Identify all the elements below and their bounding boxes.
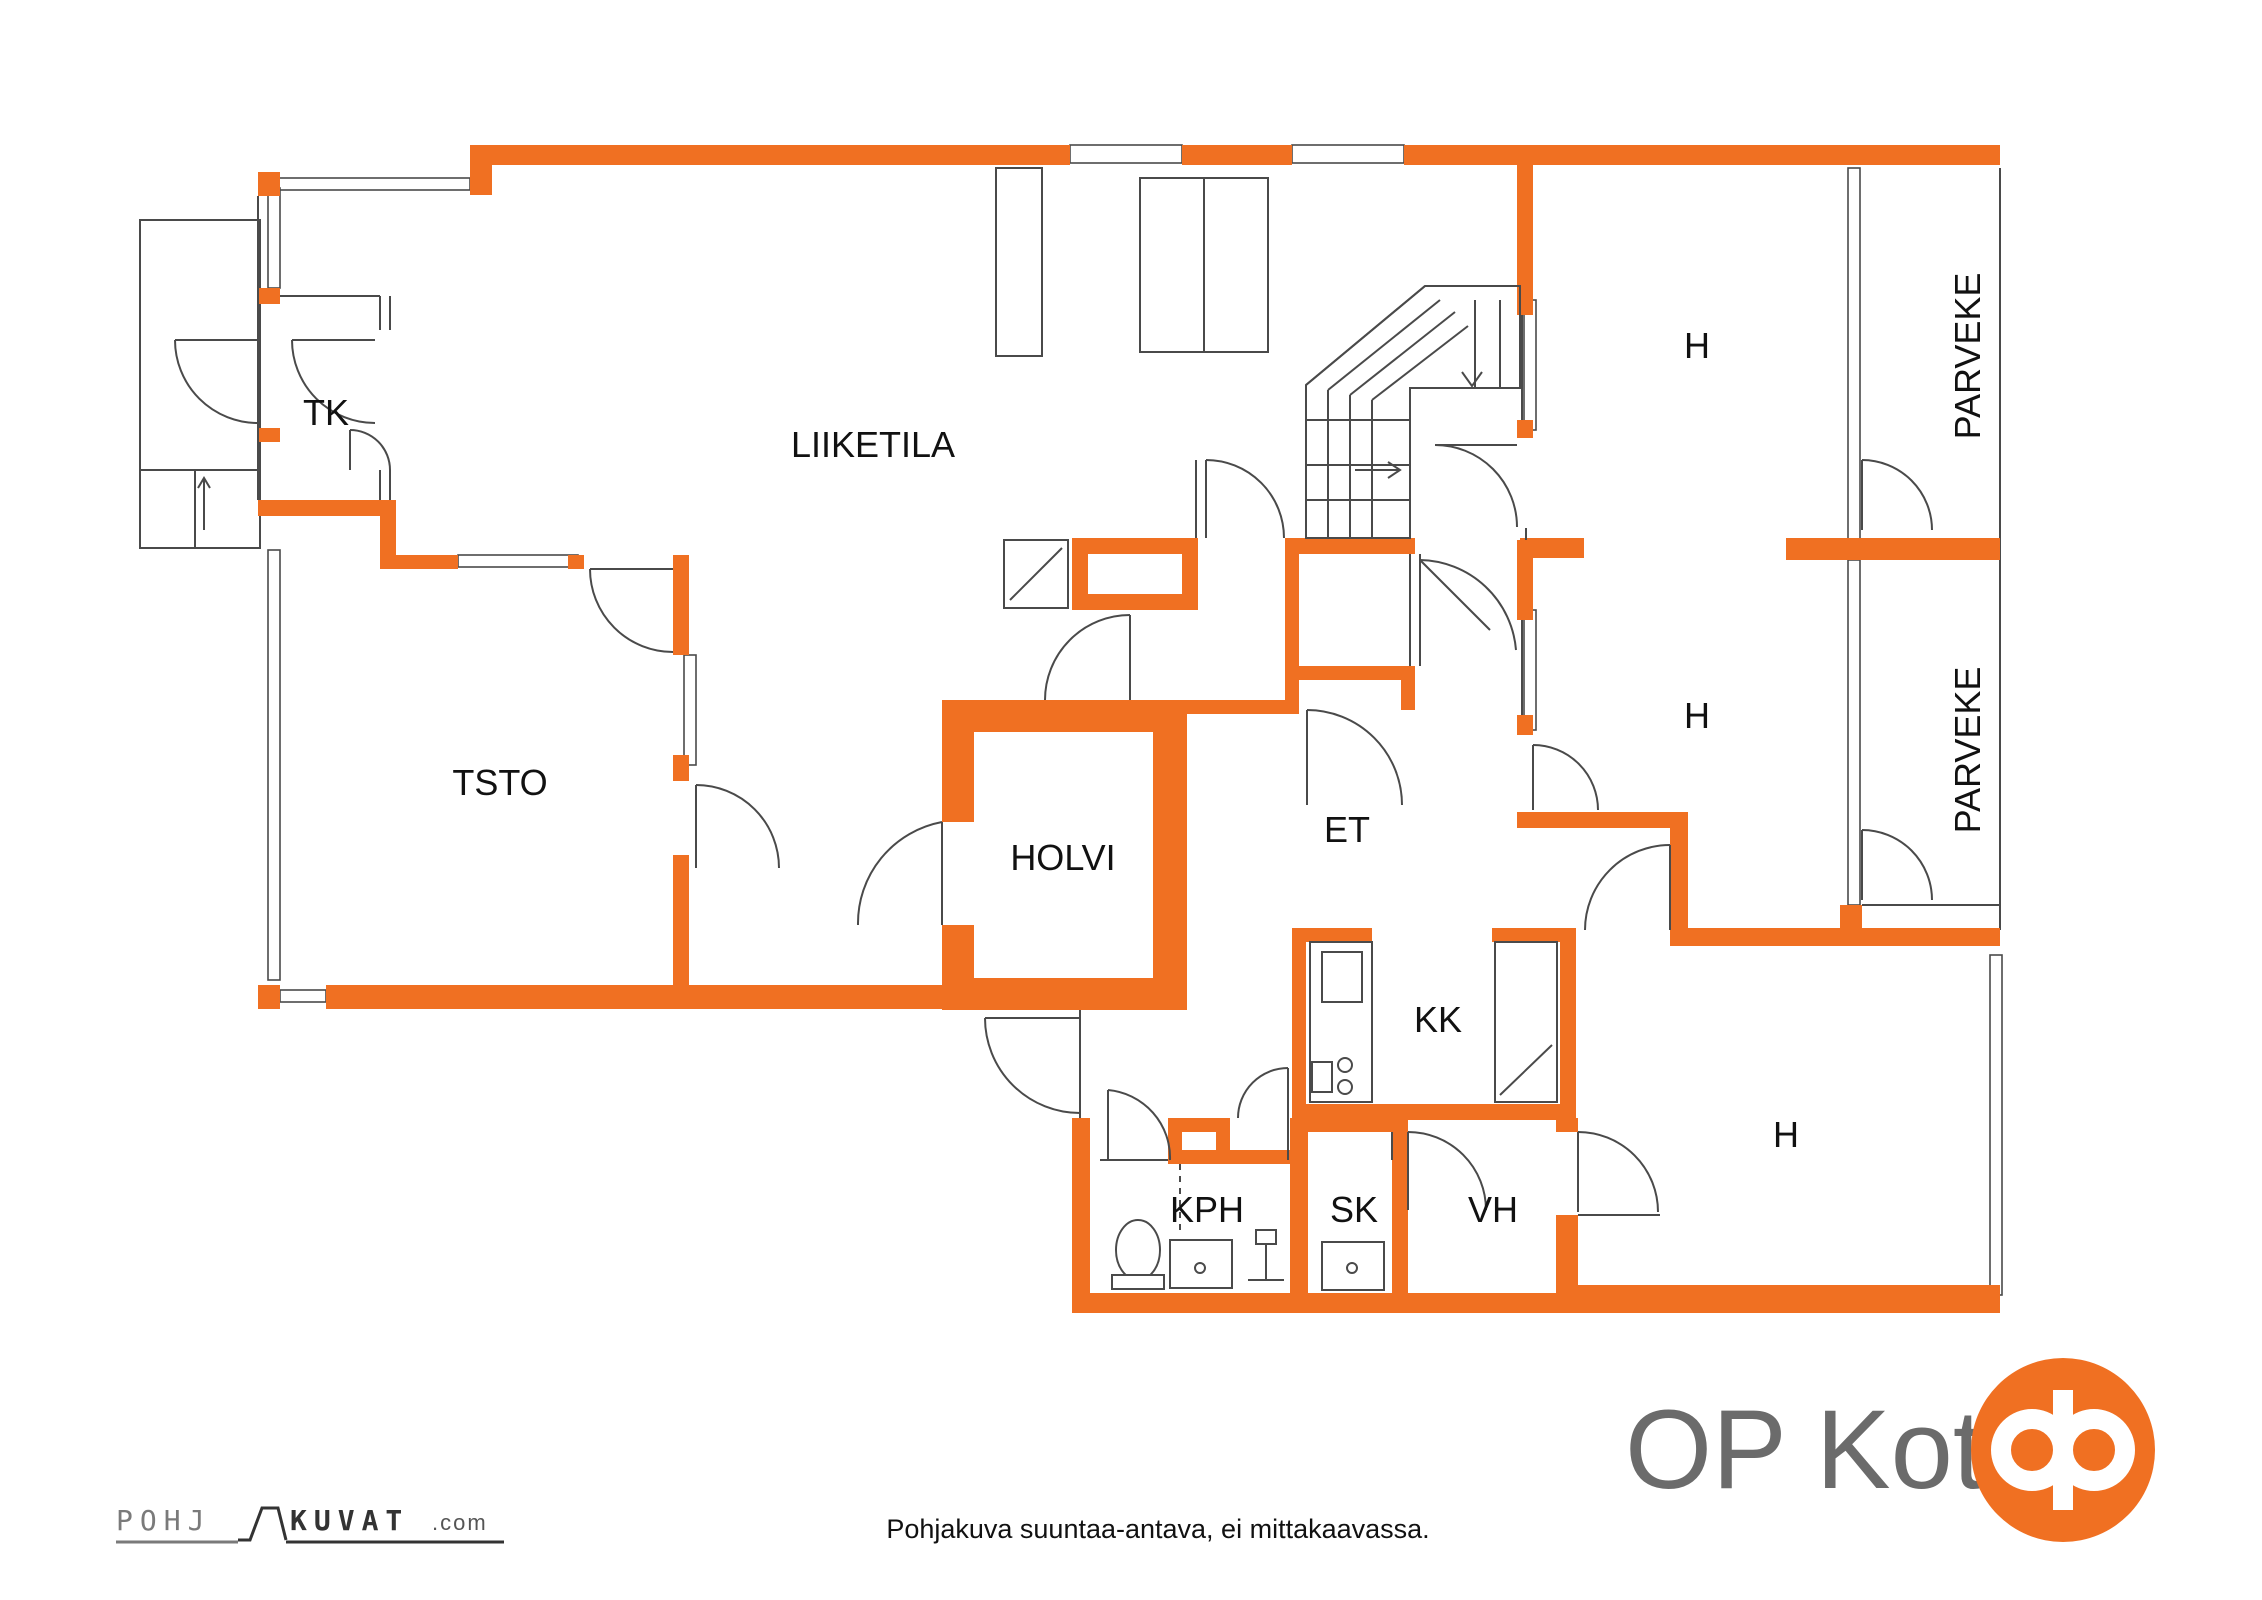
pohjakuvat-logo: POHJ KUVAT .com (116, 1504, 504, 1544)
label-h-3: H (1773, 1114, 1799, 1155)
label-sk: SK (1330, 1189, 1378, 1230)
op-logo (1971, 1358, 2155, 1542)
op-koti-brand: OP Koti (1625, 1358, 2155, 1542)
label-tk: TK (303, 392, 349, 433)
label-h-1: H (1684, 325, 1710, 366)
label-holvi: HOLVI (1010, 837, 1115, 878)
walls (258, 145, 2000, 1313)
room-labels: LIIKETILA TK TSTO HOLVI ET KK KPH SK VH … (303, 273, 1988, 1230)
label-parveke-2: PARVEKE (1947, 667, 1988, 834)
disclaimer-text: Pohjakuva suuntaa-antava, ei mittakaavas… (886, 1514, 1429, 1544)
doors (174, 339, 1933, 1213)
entrance-steps (139, 219, 261, 549)
pohjakuvat-suffix: .com (432, 1510, 488, 1535)
label-tsto: TSTO (452, 762, 547, 803)
interior-lines (257, 196, 1660, 1230)
pohjakuvat-left: POHJ (116, 1504, 211, 1537)
label-h-2: H (1684, 695, 1710, 736)
label-kph: KPH (1170, 1189, 1244, 1230)
furniture (995, 167, 1558, 1291)
label-parveke-1: PARVEKE (1947, 273, 1988, 440)
label-et: ET (1324, 809, 1370, 850)
brand-name: OP Koti (1625, 1387, 2009, 1512)
label-vh: VH (1468, 1189, 1518, 1230)
label-kk: KK (1414, 999, 1462, 1040)
label-liiketila: LIIKETILA (791, 424, 955, 465)
pohjakuvat-right: KUVAT (290, 1504, 409, 1537)
